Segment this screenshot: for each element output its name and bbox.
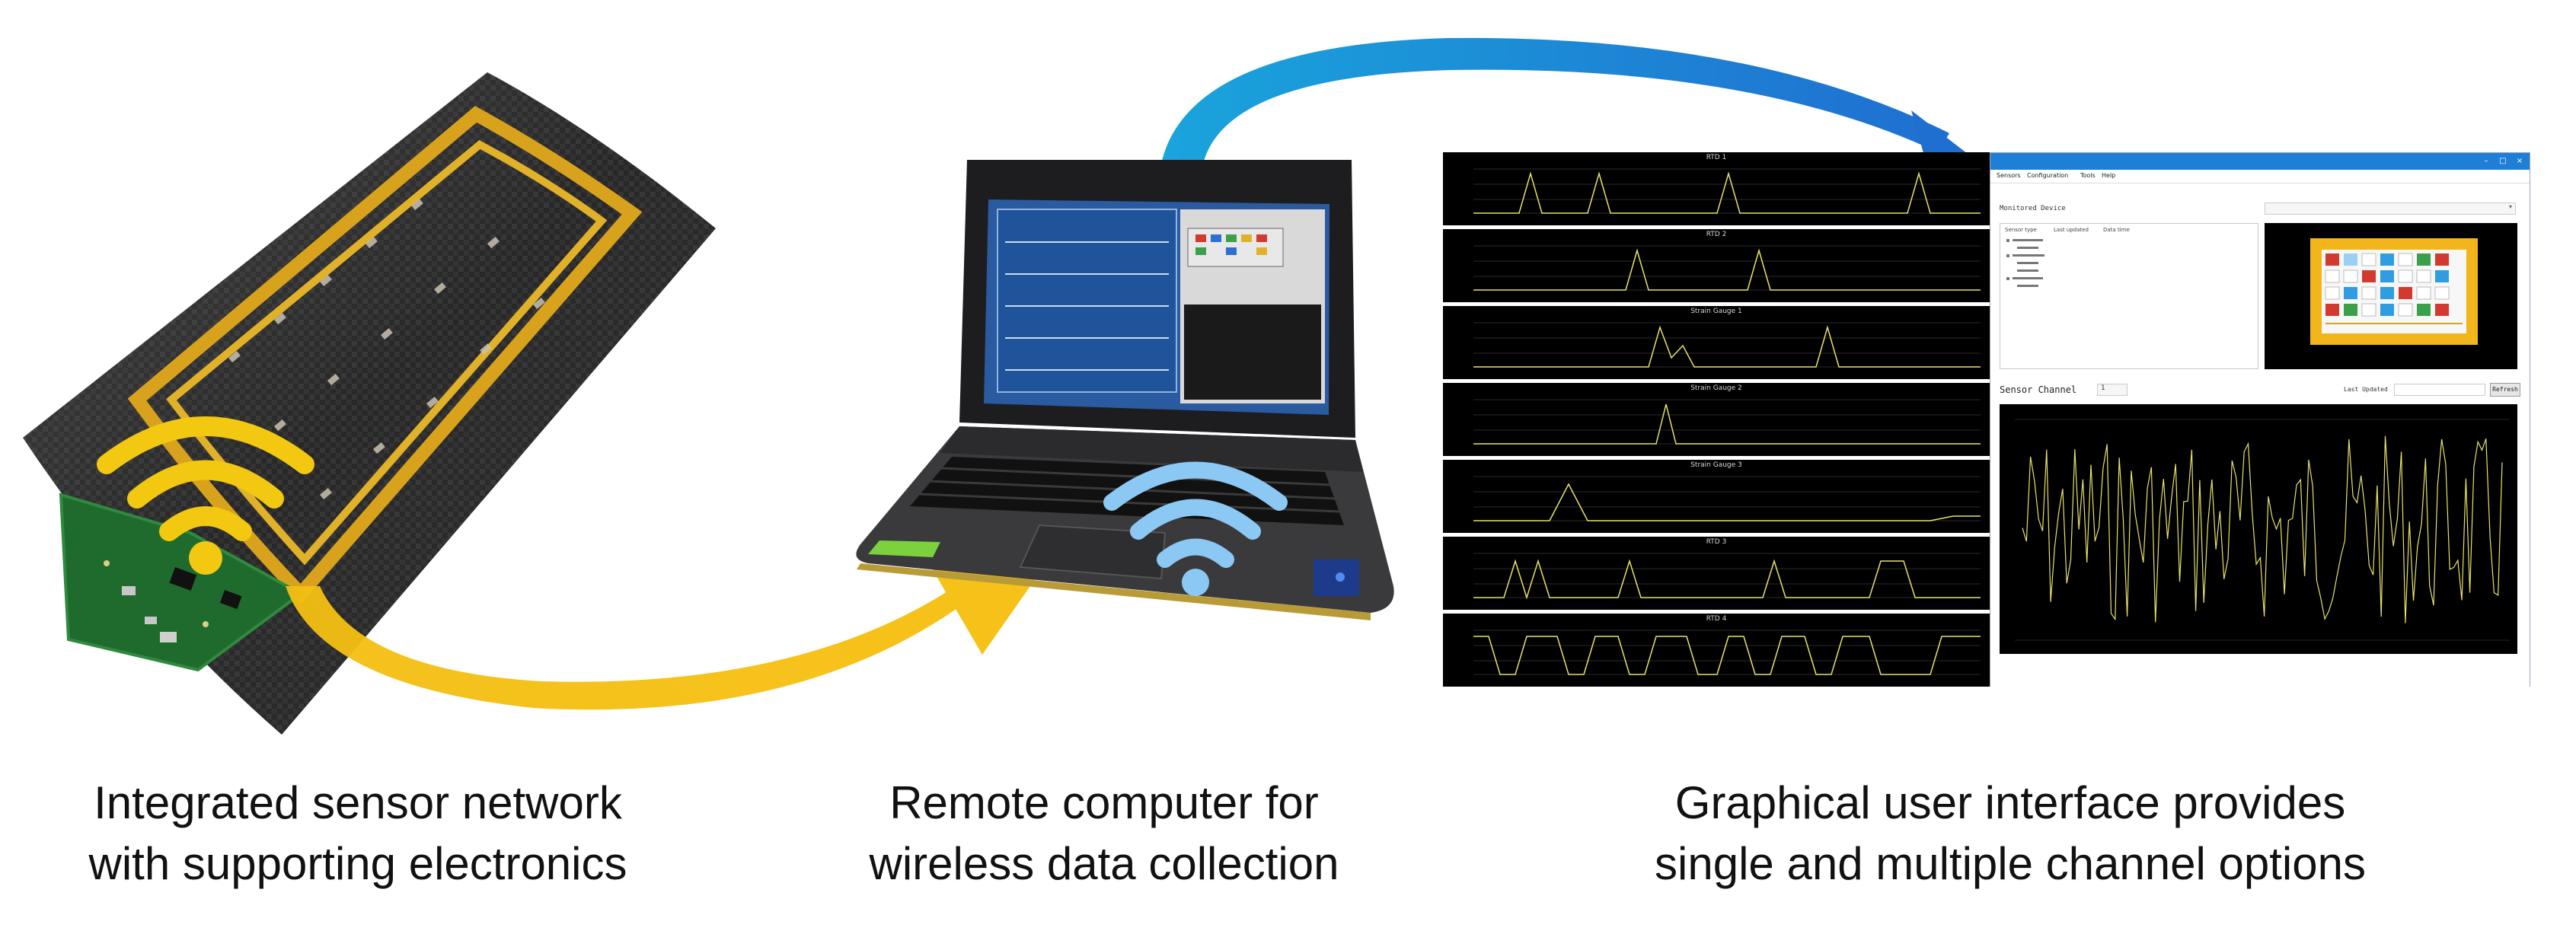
channel-select[interactable]: 1 (2097, 384, 2128, 396)
wifi-icon (1103, 461, 1288, 596)
plot-title: RTD 2 (1706, 231, 1727, 238)
caption-line: wireless data collection (869, 838, 1339, 889)
laptop-computer (856, 160, 1394, 620)
plot-trace (1473, 553, 1981, 600)
channel-plot: RTD 1 (1443, 152, 1990, 225)
flow-arrows (286, 37, 2010, 710)
maximize-icon[interactable]: □ (2499, 157, 2507, 165)
plot-trace (1473, 245, 1981, 291)
multi-channel-plots: RTD 1 RTD 2 Strain Gauge 1 Strain Gauge … (1443, 152, 1990, 687)
caption-line: Integrated sensor network (94, 777, 622, 828)
plot-trace (1473, 168, 1981, 214)
gui-window: – □ × Sensors Configuration Tools Help M… (1990, 152, 2530, 687)
menu-configuration[interactable]: Configuration (2027, 172, 2069, 179)
plot-title: Strain Gauge 3 (1690, 461, 1742, 469)
refresh-button[interactable]: Refresh (2490, 383, 2520, 397)
close-icon[interactable]: × (2516, 157, 2523, 165)
tree-column-header: Data time (2103, 227, 2130, 233)
device-select[interactable]: ▾ (2265, 202, 2516, 215)
channel-plot: Strain Gauge 1 (1443, 306, 1990, 379)
tree-column-header: Last updated (2054, 227, 2089, 233)
caption-line: Graphical user interface provides (1674, 777, 2346, 828)
sensor-map (2265, 223, 2517, 369)
menu-tools[interactable]: Tools (2080, 172, 2096, 179)
plot-title: RTD 4 (1706, 615, 1727, 623)
plot-title: Strain Gauge 1 (1690, 308, 1742, 315)
menu-sensors[interactable]: Sensors (1997, 172, 2021, 179)
wifi-icon (97, 416, 314, 575)
plot-trace (1473, 630, 1981, 675)
single-channel-plot (2000, 404, 2517, 654)
tree-column-header: Sensor type (2005, 227, 2037, 233)
plot-title: Strain Gauge 2 (1690, 384, 1742, 392)
caption-line: with supporting electronics (88, 838, 627, 889)
minimize-icon[interactable]: – (2484, 157, 2488, 165)
signal-line (2022, 435, 2503, 623)
caption-line: single and multiple channel options (1655, 838, 2366, 889)
menu-bar: Sensors Configuration Tools Help (1990, 170, 2530, 183)
tree-items (2006, 239, 2045, 287)
circuit-board (59, 493, 304, 672)
channel-value: 1 (2101, 384, 2105, 392)
chevron-down-icon: ▾ (2508, 203, 2512, 210)
channel-plot: RTD 3 (1443, 537, 1990, 610)
arrow-sensor-to-computer (286, 563, 1036, 710)
menu-help[interactable]: Help (2102, 172, 2116, 179)
plot-title: RTD 3 (1706, 538, 1727, 546)
plot-title: RTD 1 (1706, 154, 1727, 161)
plot-trace (1473, 399, 1981, 445)
channel-plot: RTD 2 (1443, 229, 1990, 302)
sensor-panel-illustration (0, 0, 761, 761)
laptop-illustration (777, 0, 1432, 685)
channel-plot: RTD 4 (1443, 614, 1990, 687)
channel-controls: Sensor Channel 1 Last Updated Refresh (2000, 383, 2520, 400)
caption-gui: Graphical user interface provides single… (1538, 773, 2482, 894)
plot-trace (1473, 476, 1981, 521)
channel-plot: Strain Gauge 2 (1443, 383, 1990, 456)
channel-plot: Strain Gauge 3 (1443, 460, 1990, 533)
last-updated-field (2394, 384, 2485, 396)
window-body: Monitored Device ▾ Sensor type Last upda… (1990, 183, 2530, 687)
plot-trace (2015, 419, 2510, 641)
caption-sensor: Integrated sensor network with supportin… (30, 773, 685, 894)
sensor-channel-label: Sensor Channel (2000, 384, 2077, 395)
caption-computer: Remote computer for wireless data collec… (777, 773, 1432, 894)
sensor-tree: Sensor type Last updated Data time (2000, 223, 2258, 369)
caption-line: Remote computer for (889, 777, 1319, 828)
monitored-device-label: Monitored Device (2000, 205, 2066, 212)
plot-trace (1473, 322, 1981, 368)
sensor-layout-grid (2310, 238, 2478, 345)
last-updated-label: Last Updated (2344, 386, 2388, 393)
window-titlebar: – □ × (1990, 153, 2530, 170)
